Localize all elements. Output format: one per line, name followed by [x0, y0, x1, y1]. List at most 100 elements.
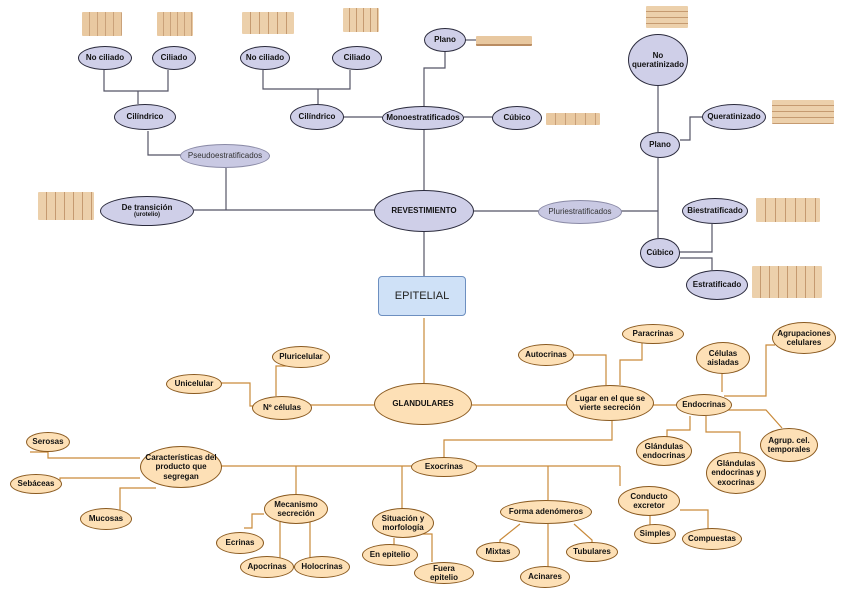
- tissue-thumbnail: [752, 266, 822, 298]
- plano-pluri-label: Plano: [649, 140, 671, 150]
- plano-pluri-node: Plano: [640, 132, 680, 158]
- plano-mono-label: Plano: [434, 35, 456, 45]
- caracteristicas-node: Características del producto que segrega…: [140, 446, 222, 488]
- sebaceas-label: Sebáceas: [17, 479, 55, 489]
- cubico-mono-node: Cúbico: [492, 106, 542, 130]
- en-epitelio-label: En epitelio: [369, 550, 411, 560]
- forma-adenomeros-label: Forma adenómeros: [508, 507, 584, 517]
- estratificado-label: Estratificado: [692, 280, 742, 290]
- revestimiento-label: REVESTIMIENTO: [391, 206, 457, 216]
- sebaceas-node: Sebáceas: [10, 474, 62, 494]
- monoestratificados-node: Monoestratificados: [382, 106, 464, 130]
- cilindrico-mid-label: Cilíndrico: [298, 112, 336, 122]
- ecrinas-node: Ecrinas: [216, 532, 264, 554]
- acinares-node: Acinares: [520, 566, 570, 588]
- cubico-mono-label: Cúbico: [503, 113, 531, 123]
- glandulares-node: GLANDULARES: [374, 383, 472, 425]
- serosas-node: Serosas: [26, 432, 70, 452]
- pseudoestratificados-node: Pseudoestratificados: [180, 144, 270, 168]
- glandulas-endocrinas-label: Glándulas endocrinas: [642, 441, 686, 460]
- acinares-label: Acinares: [528, 572, 562, 582]
- apocrinas-label: Apocrinas: [247, 562, 287, 572]
- cubico-pluri-label: Cúbico: [646, 248, 674, 258]
- mecanismo-node: Mecanismo secreción: [264, 494, 328, 524]
- holocrinas-node: Holocrinas: [294, 556, 350, 578]
- simples-node: Simples: [634, 524, 676, 544]
- endocrinas-label: Endocrinas: [682, 400, 726, 410]
- pluricelular-label: Pluricelular: [279, 352, 323, 362]
- unicelular-label: Unicelular: [174, 379, 214, 389]
- monoestratificados-label: Monoestratificados: [386, 113, 460, 123]
- tissue-thumbnail: [546, 113, 600, 125]
- celulas-aisladas-label: Células aisladas: [707, 348, 739, 367]
- en-epitelio-node: En epitelio: [362, 544, 418, 566]
- fuera-epitelio-node: Fuera epitelio: [414, 562, 474, 584]
- situacion-label: Situación y morfología: [381, 513, 425, 532]
- agrup-temporales-node: Agrup. cel. temporales: [760, 428, 818, 462]
- cilindrico-left-node: Cilíndrico: [114, 104, 176, 130]
- celulas-aisladas-node: Células aisladas: [696, 342, 750, 374]
- tissue-thumbnail: [82, 12, 122, 36]
- tubulares-node: Tubulares: [566, 542, 618, 562]
- cilindrico-left-label: Cilíndrico: [126, 112, 164, 122]
- autocrinas-label: Autocrinas: [525, 350, 567, 360]
- holocrinas-label: Holocrinas: [301, 562, 343, 572]
- tissue-thumbnail: [343, 8, 379, 32]
- tissue-thumbnail: [772, 100, 834, 124]
- biestratificado-label: Biestratificado: [687, 206, 743, 216]
- no-queratinizado-node: No queratinizado: [628, 34, 688, 86]
- de-transicion-node: De transición(urotelio): [100, 196, 194, 226]
- ciliado-mid-node: Ciliado: [332, 46, 382, 70]
- lugar-secrecion-label: Lugar en el que se vierte secreción: [574, 393, 646, 412]
- agrupaciones-celulares-node: Agrupaciones celulares: [772, 322, 836, 354]
- unicelular-node: Unicelular: [166, 374, 222, 394]
- exocrinas-node: Exocrinas: [411, 457, 477, 477]
- glandulas-endo-exo-label: Glándulas endocrinas y exocrinas: [711, 459, 761, 487]
- lugar-secrecion-node: Lugar en el que se vierte secreción: [566, 385, 654, 421]
- apocrinas-node: Apocrinas: [240, 556, 294, 578]
- epitelial-node: EPITELIAL: [378, 276, 466, 316]
- glandulas-endocrinas-node: Glándulas endocrinas: [636, 436, 692, 466]
- queratinizado-label: Queratinizado: [707, 112, 761, 122]
- ecrinas-label: Ecrinas: [225, 538, 255, 548]
- pluriestratificados-label: Pluriestratificados: [548, 207, 612, 217]
- no-queratinizado-label: No queratinizado: [632, 50, 685, 69]
- conducto-label: Conducto excretor: [630, 491, 668, 510]
- pseudoestratificados-label: Pseudoestratificados: [187, 151, 263, 161]
- agrupaciones-celulares-label: Agrupaciones celulares: [777, 328, 831, 347]
- pluricelular-node: Pluricelular: [272, 346, 330, 368]
- no-ciliado-mid-label: No ciliado: [245, 53, 285, 63]
- estratificado-node: Estratificado: [686, 270, 748, 300]
- no-ciliado-left-node: No ciliado: [78, 46, 132, 70]
- mecanismo-label: Mecanismo secreción: [274, 499, 318, 518]
- tissue-thumbnail: [157, 12, 193, 36]
- biestratificado-node: Biestratificado: [682, 198, 748, 224]
- fuera-epitelio-label: Fuera epitelio: [429, 563, 458, 582]
- n-celulas-node: Nº células: [252, 396, 312, 420]
- n-celulas-label: Nº células: [262, 403, 302, 413]
- mucosas-label: Mucosas: [88, 514, 124, 524]
- mixtas-node: Mixtas: [476, 542, 520, 562]
- de-transicion-label: De transición: [121, 202, 173, 212]
- epitelial-label: EPITELIAL: [394, 289, 450, 302]
- no-ciliado-left-label: No ciliado: [85, 53, 125, 63]
- endocrinas-node: Endocrinas: [676, 394, 732, 416]
- cubico-pluri-node: Cúbico: [640, 238, 680, 268]
- paracrinas-node: Paracrinas: [622, 324, 684, 344]
- pluriestratificados-node: Pluriestratificados: [538, 200, 622, 224]
- serosas-label: Serosas: [32, 437, 64, 447]
- compuestas-node: Compuestas: [682, 528, 742, 550]
- glandulas-endo-exo-node: Glándulas endocrinas y exocrinas: [706, 452, 766, 494]
- caracteristicas-label: Características del producto que segrega…: [145, 453, 217, 481]
- tissue-thumbnail: [242, 12, 294, 34]
- tissue-thumbnail: [756, 198, 820, 222]
- tubulares-label: Tubulares: [573, 547, 611, 557]
- mixtas-label: Mixtas: [485, 547, 511, 557]
- glandulares-label: GLANDULARES: [392, 399, 454, 409]
- tissue-thumbnail: [646, 6, 688, 28]
- tissue-thumbnail: [38, 192, 94, 220]
- ciliado-left-node: Ciliado: [152, 46, 196, 70]
- simples-label: Simples: [639, 529, 671, 539]
- tissue-thumbnail: [476, 36, 532, 46]
- cilindrico-mid-node: Cilíndrico: [290, 104, 344, 130]
